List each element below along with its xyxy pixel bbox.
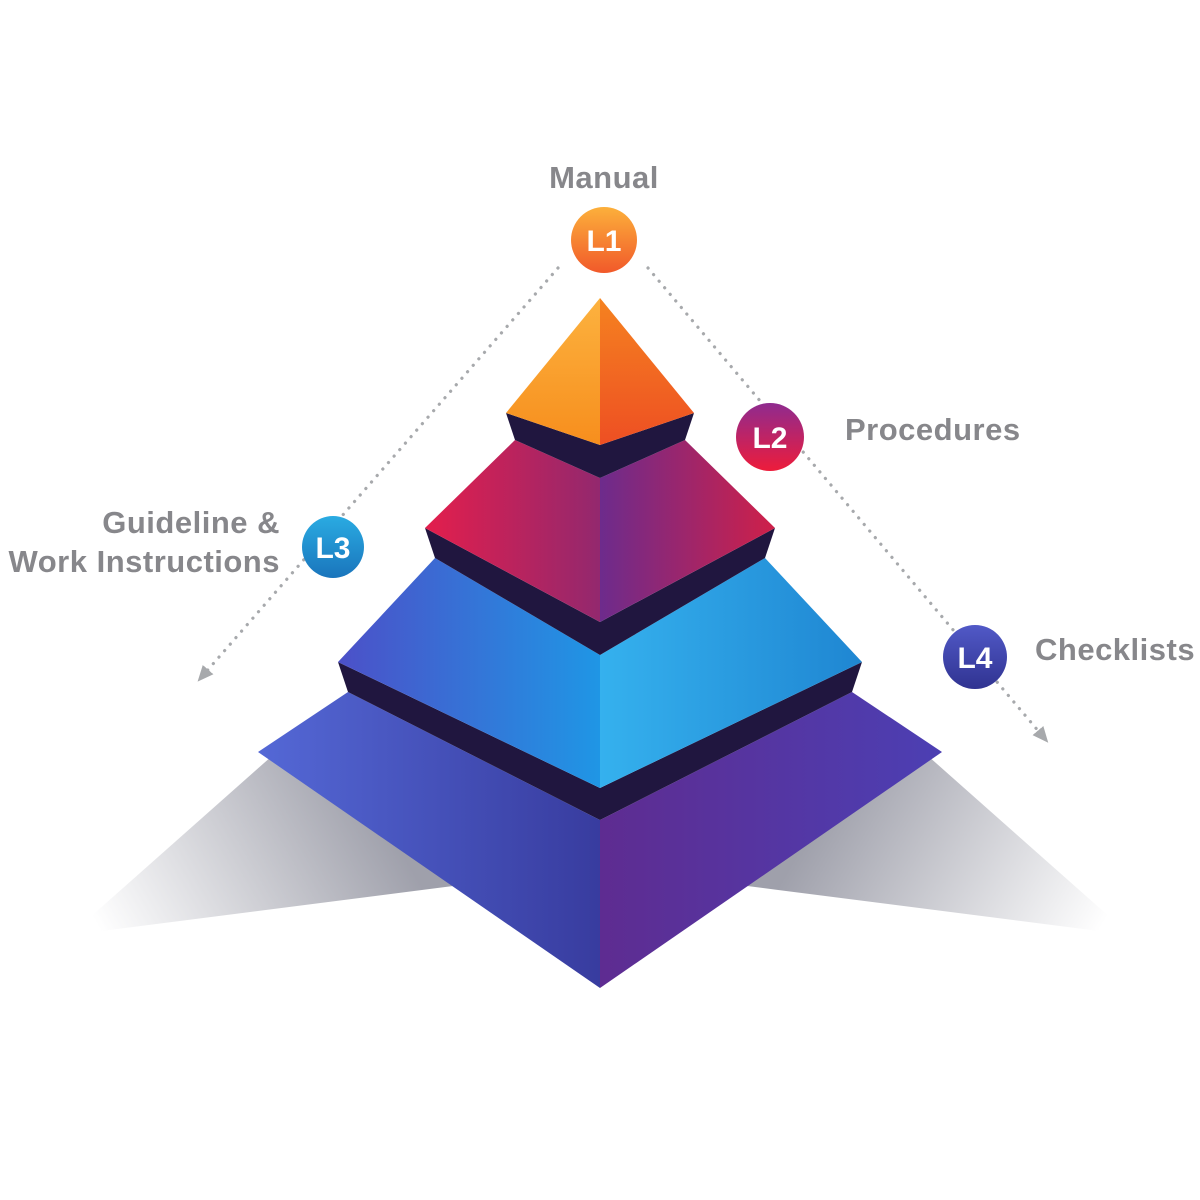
right-wing-shape xyxy=(700,740,1130,935)
left-wing-shape xyxy=(70,740,500,935)
level-badge-l1: L1 xyxy=(571,207,637,273)
level-badge-l3: L3 xyxy=(302,516,364,578)
l4-badge-circle xyxy=(943,625,1007,689)
tier3-dark-collar xyxy=(425,528,775,655)
l3-badge-circle xyxy=(302,516,364,578)
dotted-arrow-left xyxy=(197,266,560,682)
label-guideline-line1: Guideline & xyxy=(102,505,280,540)
label-procedures: Procedures xyxy=(845,412,1021,447)
tier4-left-face xyxy=(258,692,600,988)
tier1-left-face xyxy=(506,298,600,445)
l1-badge-circle xyxy=(571,207,637,273)
tier1-right-face xyxy=(600,298,694,445)
level-badge-l4: L4 xyxy=(943,625,1007,689)
tier2-dark-collar xyxy=(506,413,694,478)
tier3-right-face xyxy=(600,558,862,788)
l1-badge-label: L1 xyxy=(586,225,621,258)
tier4-right-face xyxy=(600,692,942,988)
label-guideline-line2: Work Instructions xyxy=(9,544,280,579)
level-badge-l2: L2 xyxy=(736,403,804,471)
tier2-left-face xyxy=(425,440,600,622)
label-checklists: Checklists xyxy=(1035,632,1195,667)
tier2-right-face xyxy=(600,440,775,622)
l2-badge-label: L2 xyxy=(752,422,787,455)
l3-badge-label: L3 xyxy=(315,532,350,565)
l2-badge-circle xyxy=(736,403,804,471)
tier3-left-face xyxy=(338,558,600,788)
tier4-dark-collar xyxy=(338,662,862,820)
label-manual: Manual xyxy=(549,160,659,195)
l4-badge-label: L4 xyxy=(957,642,992,675)
